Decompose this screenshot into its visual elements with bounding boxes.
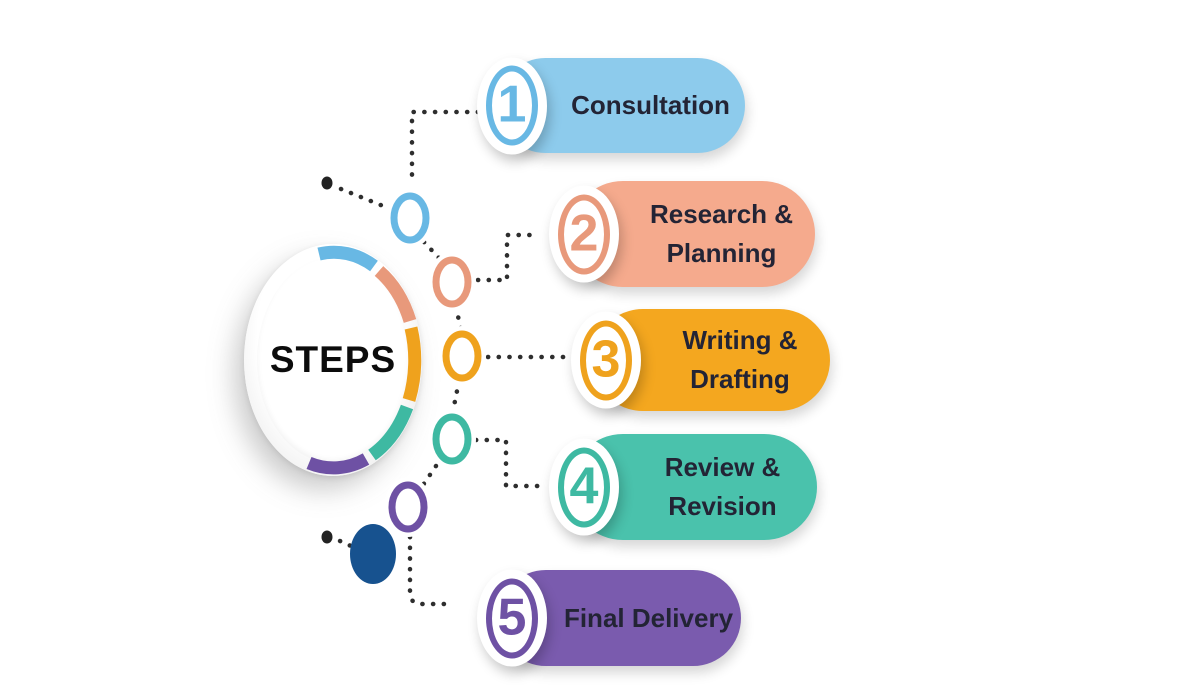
ring-node-step-3 — [438, 326, 486, 386]
hub-arc-ring — [306, 245, 422, 475]
hub-arc-step-3 — [402, 326, 422, 402]
hub-arc-step-5 — [306, 453, 370, 475]
ring-circle-salmon — [432, 256, 472, 308]
hub-arc-step-4 — [368, 404, 414, 461]
step-label-line1: Writing & — [682, 325, 798, 355]
step-label: Final Delivery — [564, 599, 733, 638]
hub-arc-step-1 — [317, 245, 378, 272]
badge-ring: 2 — [558, 194, 610, 274]
badge-ring: 4 — [558, 447, 610, 527]
step-number-badge: 3 — [571, 311, 641, 409]
ring-node-step-4 — [428, 409, 476, 469]
ring-node-step-1 — [386, 188, 434, 248]
step-label: Review & Revision — [665, 448, 781, 526]
ring-circle-orange — [442, 330, 482, 382]
step-label-line1: Consultation — [571, 90, 730, 120]
connector-step-4 — [473, 437, 547, 489]
ring-node-step-5 — [384, 477, 432, 537]
step-number-badge: 1 — [477, 57, 547, 154]
step-label: Consultation — [571, 86, 730, 125]
step-pill-review-revision: 4 Review & Revision — [549, 434, 817, 540]
connector-ring1-ring2 — [421, 239, 443, 262]
step-label: Writing & Drafting — [682, 321, 797, 399]
step-number: 5 — [497, 588, 527, 646]
step-label-line1: Review & — [664, 452, 781, 482]
step-label-line2: Planning — [666, 238, 777, 268]
ring-circle-teal — [432, 413, 472, 465]
anchor-dot-bottom — [321, 530, 333, 544]
dotted-connectors — [337, 109, 567, 607]
hub-arc-step-2 — [374, 266, 417, 324]
connector-step-5 — [407, 534, 455, 607]
connector-step-2 — [475, 232, 543, 283]
badge-ring: 1 — [486, 65, 538, 146]
navy-filled-circle — [350, 524, 396, 584]
step-label-line2: Revision — [668, 491, 777, 521]
step-pill-consultation: 1 Consultation — [477, 57, 745, 154]
connector-dot-to-ring-1 — [338, 186, 401, 215]
step-number: 2 — [569, 204, 599, 262]
badge-ring: 3 — [580, 320, 632, 400]
step-label: Research & Planning — [650, 195, 793, 273]
step-number-badge: 2 — [549, 185, 619, 283]
step-label-line1: Research & — [649, 199, 794, 229]
step-pill-writing-drafting: 3 Writing & Drafting — [571, 309, 830, 411]
step-number: 1 — [497, 75, 527, 134]
ring-circle-purple — [388, 481, 428, 533]
step-label-line1: Final Delivery — [563, 602, 734, 633]
ring-node-step-2 — [428, 252, 476, 312]
step-pill-research-planning: 2 Research & Planning — [549, 181, 815, 287]
step-pill-final-delivery: 5 Final Delivery — [477, 569, 741, 667]
step-number-badge: 4 — [549, 438, 619, 536]
badge-ring: 5 — [486, 578, 538, 658]
step-number: 3 — [591, 330, 621, 388]
connector-dot-to-hub-dot — [337, 538, 354, 549]
connector-step-1 — [409, 109, 481, 187]
step-number: 4 — [569, 457, 599, 515]
step-label-line2: Drafting — [690, 364, 790, 394]
hub-title: STEPS — [269, 339, 397, 380]
step-number-badge: 5 — [477, 569, 547, 667]
anchor-dot-top — [321, 176, 333, 190]
ring-circle-blue — [390, 192, 430, 244]
steps-hub-face: STEPS — [257, 257, 409, 463]
